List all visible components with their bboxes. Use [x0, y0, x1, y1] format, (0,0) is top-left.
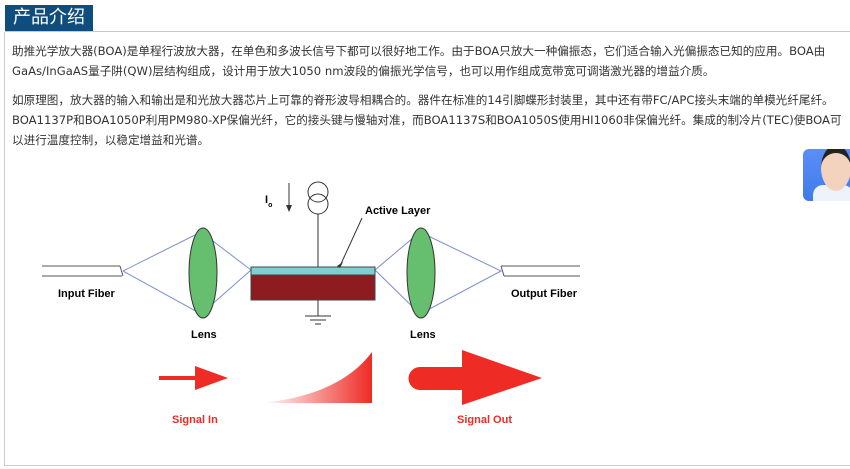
input-fiber: [42, 265, 124, 277]
lens-2-label: Lens: [410, 329, 436, 341]
current-arrow-icon: [286, 183, 292, 212]
gain-profile: [262, 352, 372, 403]
content-panel: [4, 32, 850, 466]
tab-product-intro[interactable]: 产品介绍: [5, 5, 93, 31]
active-layer: [250, 266, 376, 276]
output-fiber: [500, 265, 580, 277]
lens-2: [406, 227, 436, 319]
divider: [5, 31, 850, 32]
current-source-icon: [307, 181, 329, 267]
intro-paragraph-1: 助推光学放大器(BOA)是单程行波放大器，在单色和多波长信号下都可以很好地工作。…: [12, 44, 826, 78]
signal-in-arrow: [159, 366, 228, 390]
customer-service-widget[interactable]: [803, 149, 850, 201]
lens-1: [188, 227, 218, 319]
amplifier-chip: [250, 274, 376, 301]
active-layer-pointer: [339, 217, 363, 267]
signal-in-label: Signal In: [172, 414, 218, 426]
signal-out-label: Signal Out: [457, 414, 512, 426]
ground-icon: [305, 300, 331, 325]
signal-out-arrow: [408, 350, 542, 405]
active-layer-label: Active Layer: [365, 205, 431, 217]
lens-1-label: Lens: [191, 329, 217, 341]
intro-paragraph-2: 如原理图，放大器的输入和输出是和光放大器芯片上可靠的脊形波导相耦合的。器件在标准…: [12, 93, 842, 147]
output-fiber-label: Output Fiber: [511, 288, 578, 300]
agent-avatar-icon: [821, 149, 850, 191]
current-label: Io: [265, 194, 272, 209]
input-fiber-label: Input Fiber: [58, 288, 116, 300]
